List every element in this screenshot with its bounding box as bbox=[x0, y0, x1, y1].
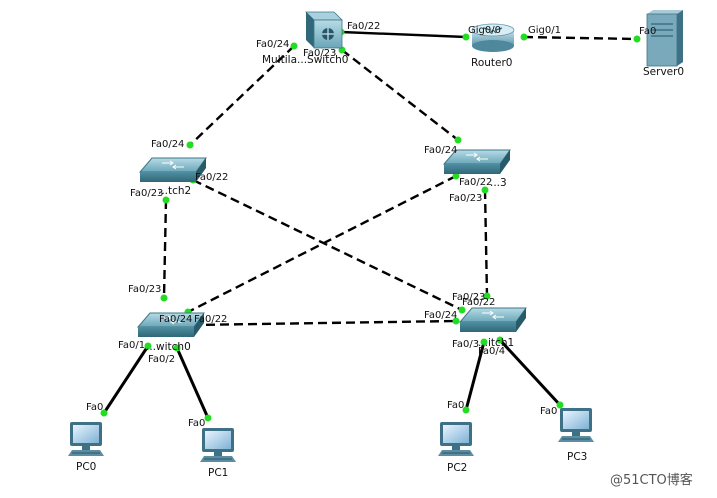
port-label: Fa0/2 bbox=[148, 354, 175, 365]
port-label: Gig0/0 bbox=[468, 25, 501, 36]
switch3-label: ...3 bbox=[490, 177, 507, 189]
port-label: Fa0/22 bbox=[459, 177, 492, 188]
port-dot bbox=[452, 317, 460, 325]
port-dot bbox=[144, 342, 152, 350]
port-label: Fa0/23 bbox=[449, 193, 482, 204]
port-dot bbox=[162, 196, 170, 204]
port-label: Fa0/24 bbox=[256, 39, 289, 50]
port-label: Fa0/24 bbox=[159, 314, 192, 325]
switch1-label: ...itch1 bbox=[478, 337, 514, 349]
link-switch3-switch1[interactable] bbox=[483, 189, 489, 297]
router-label: Router0 bbox=[471, 57, 512, 69]
link-switch0-switch1[interactable] bbox=[191, 319, 457, 327]
port-dot bbox=[480, 338, 488, 346]
pc1-icon[interactable] bbox=[199, 427, 237, 463]
port-dot bbox=[481, 186, 489, 194]
multilayer-switch-icon[interactable] bbox=[305, 11, 343, 49]
switch2-label: ...tch2 bbox=[158, 185, 191, 197]
router-icon[interactable] bbox=[471, 23, 515, 52]
link-switch2-switch0[interactable] bbox=[162, 199, 168, 299]
port-label: Fa0/24 bbox=[424, 310, 457, 321]
port-dot bbox=[520, 33, 528, 41]
link-switch1-pc3[interactable] bbox=[498, 338, 562, 407]
mls-label: Multila...Switch0 bbox=[262, 54, 348, 66]
port-label: Gig0/1 bbox=[528, 25, 561, 36]
port-label: Fa0/23 bbox=[130, 188, 163, 199]
port-label: Fa0 bbox=[540, 406, 557, 417]
port-label: Fa0/22 bbox=[347, 21, 380, 32]
link-switch1-pc2[interactable] bbox=[464, 341, 486, 411]
port-dot bbox=[452, 172, 460, 180]
server-icon[interactable] bbox=[646, 10, 683, 67]
links bbox=[102, 30, 638, 419]
port-label: Fa0 bbox=[447, 400, 464, 411]
pc2-label: PC2 bbox=[447, 462, 467, 474]
port-label: Fa0/22 bbox=[194, 314, 227, 325]
switch1-icon[interactable] bbox=[459, 307, 527, 333]
switch0-label: ...witch0 bbox=[146, 341, 191, 353]
port-dot bbox=[556, 401, 564, 409]
link-mls-switch2[interactable] bbox=[189, 45, 295, 146]
link-switch0-pc1[interactable] bbox=[175, 347, 210, 419]
pc3-label: PC3 bbox=[567, 451, 587, 463]
port-label: Fa0 bbox=[639, 26, 656, 37]
link-switch0-pc0[interactable] bbox=[102, 345, 150, 414]
port-label: Fa0/22 bbox=[195, 172, 228, 183]
port-label: Fa0/23 bbox=[128, 284, 161, 295]
link-router-server[interactable] bbox=[523, 35, 638, 41]
pc0-icon[interactable] bbox=[67, 421, 105, 457]
port-dot bbox=[633, 35, 641, 43]
port-label: Fa0/22 bbox=[462, 297, 495, 308]
port-labels: Fa0/24 Fa0/22 Fa0/23 Gig0/0 Gig0/1 Fa0 F… bbox=[86, 21, 656, 429]
link-mls-router[interactable] bbox=[340, 30, 467, 39]
port-dot bbox=[290, 42, 298, 50]
port-dot bbox=[458, 306, 466, 314]
server-label: Server0 bbox=[643, 66, 684, 78]
port-label: Fa0/4 bbox=[478, 346, 505, 357]
link-switch3-switch0[interactable] bbox=[187, 174, 457, 314]
link-switch2-switch1[interactable] bbox=[192, 178, 463, 312]
watermark: @51CTO博客 bbox=[610, 472, 693, 488]
pc1-label: PC1 bbox=[208, 467, 228, 479]
port-dot bbox=[204, 414, 212, 422]
port-dot bbox=[173, 344, 181, 352]
port-status-dots bbox=[100, 28, 641, 422]
port-dot bbox=[462, 406, 470, 414]
port-label: Fa0/1 bbox=[118, 340, 145, 351]
pc3-icon[interactable] bbox=[557, 407, 595, 443]
port-dot bbox=[100, 409, 108, 417]
port-dot bbox=[483, 292, 491, 300]
port-label: Fa0/3 bbox=[452, 339, 479, 350]
port-label: Fa0/24 bbox=[151, 139, 184, 150]
port-label: Fa0/24 bbox=[424, 145, 457, 156]
port-label: Fa0/23 bbox=[452, 292, 485, 303]
port-dot bbox=[186, 141, 194, 149]
port-label: Fa0/23 bbox=[303, 48, 336, 59]
pc2-icon[interactable] bbox=[437, 421, 475, 457]
pc0-label: PC0 bbox=[76, 461, 96, 473]
port-dot bbox=[160, 294, 168, 302]
port-dot bbox=[496, 336, 504, 344]
port-label: Fa0 bbox=[86, 402, 103, 413]
device-labels: Multila...Switch0 Router0 Server0 ...tch… bbox=[76, 54, 684, 479]
link-mls-switch3[interactable] bbox=[341, 49, 459, 141]
port-label: Fa0 bbox=[188, 418, 205, 429]
port-dot bbox=[454, 136, 462, 144]
port-dot bbox=[462, 33, 470, 41]
